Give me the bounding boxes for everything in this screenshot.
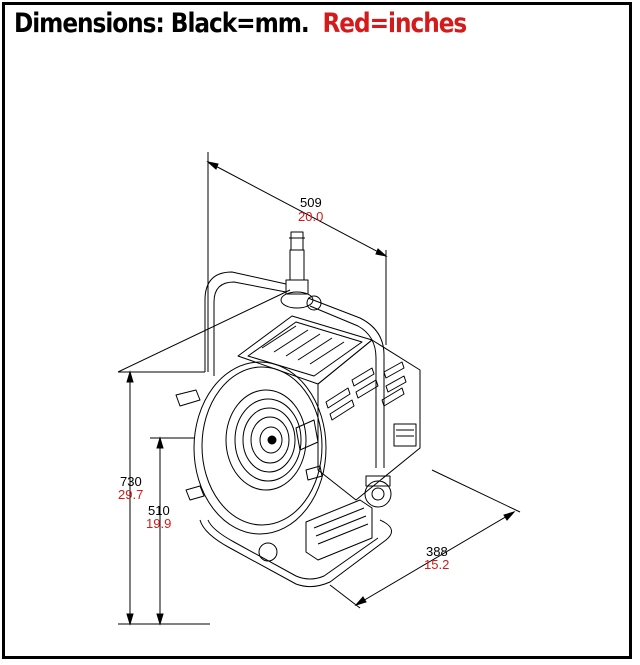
- width-inches-label: 20.0: [298, 209, 323, 224]
- title-mm-legend: Dimensions: Black=mm.: [14, 8, 310, 39]
- height-body-inches-label: 19.9: [146, 516, 171, 531]
- dimension-lines: [117, 152, 521, 626]
- height-overall-inches-label: 29.7: [118, 487, 143, 502]
- height-body-mm-label: 510: [148, 503, 170, 518]
- depth-mm-label: 388: [426, 544, 448, 559]
- dimension-labels: 509 20.0 730 29.7 510 19.9 388 15.2: [118, 195, 449, 572]
- depth-inches-label: 15.2: [424, 557, 449, 572]
- fixture-body: [175, 231, 421, 588]
- drawing-frame: [2, 2, 632, 659]
- page-title: Dimensions: Black=mm. Red=inches: [14, 8, 467, 39]
- height-overall-mm-label: 730: [120, 474, 142, 489]
- width-mm-label: 509: [300, 195, 322, 210]
- title-inches-legend: Red=inches: [322, 8, 467, 39]
